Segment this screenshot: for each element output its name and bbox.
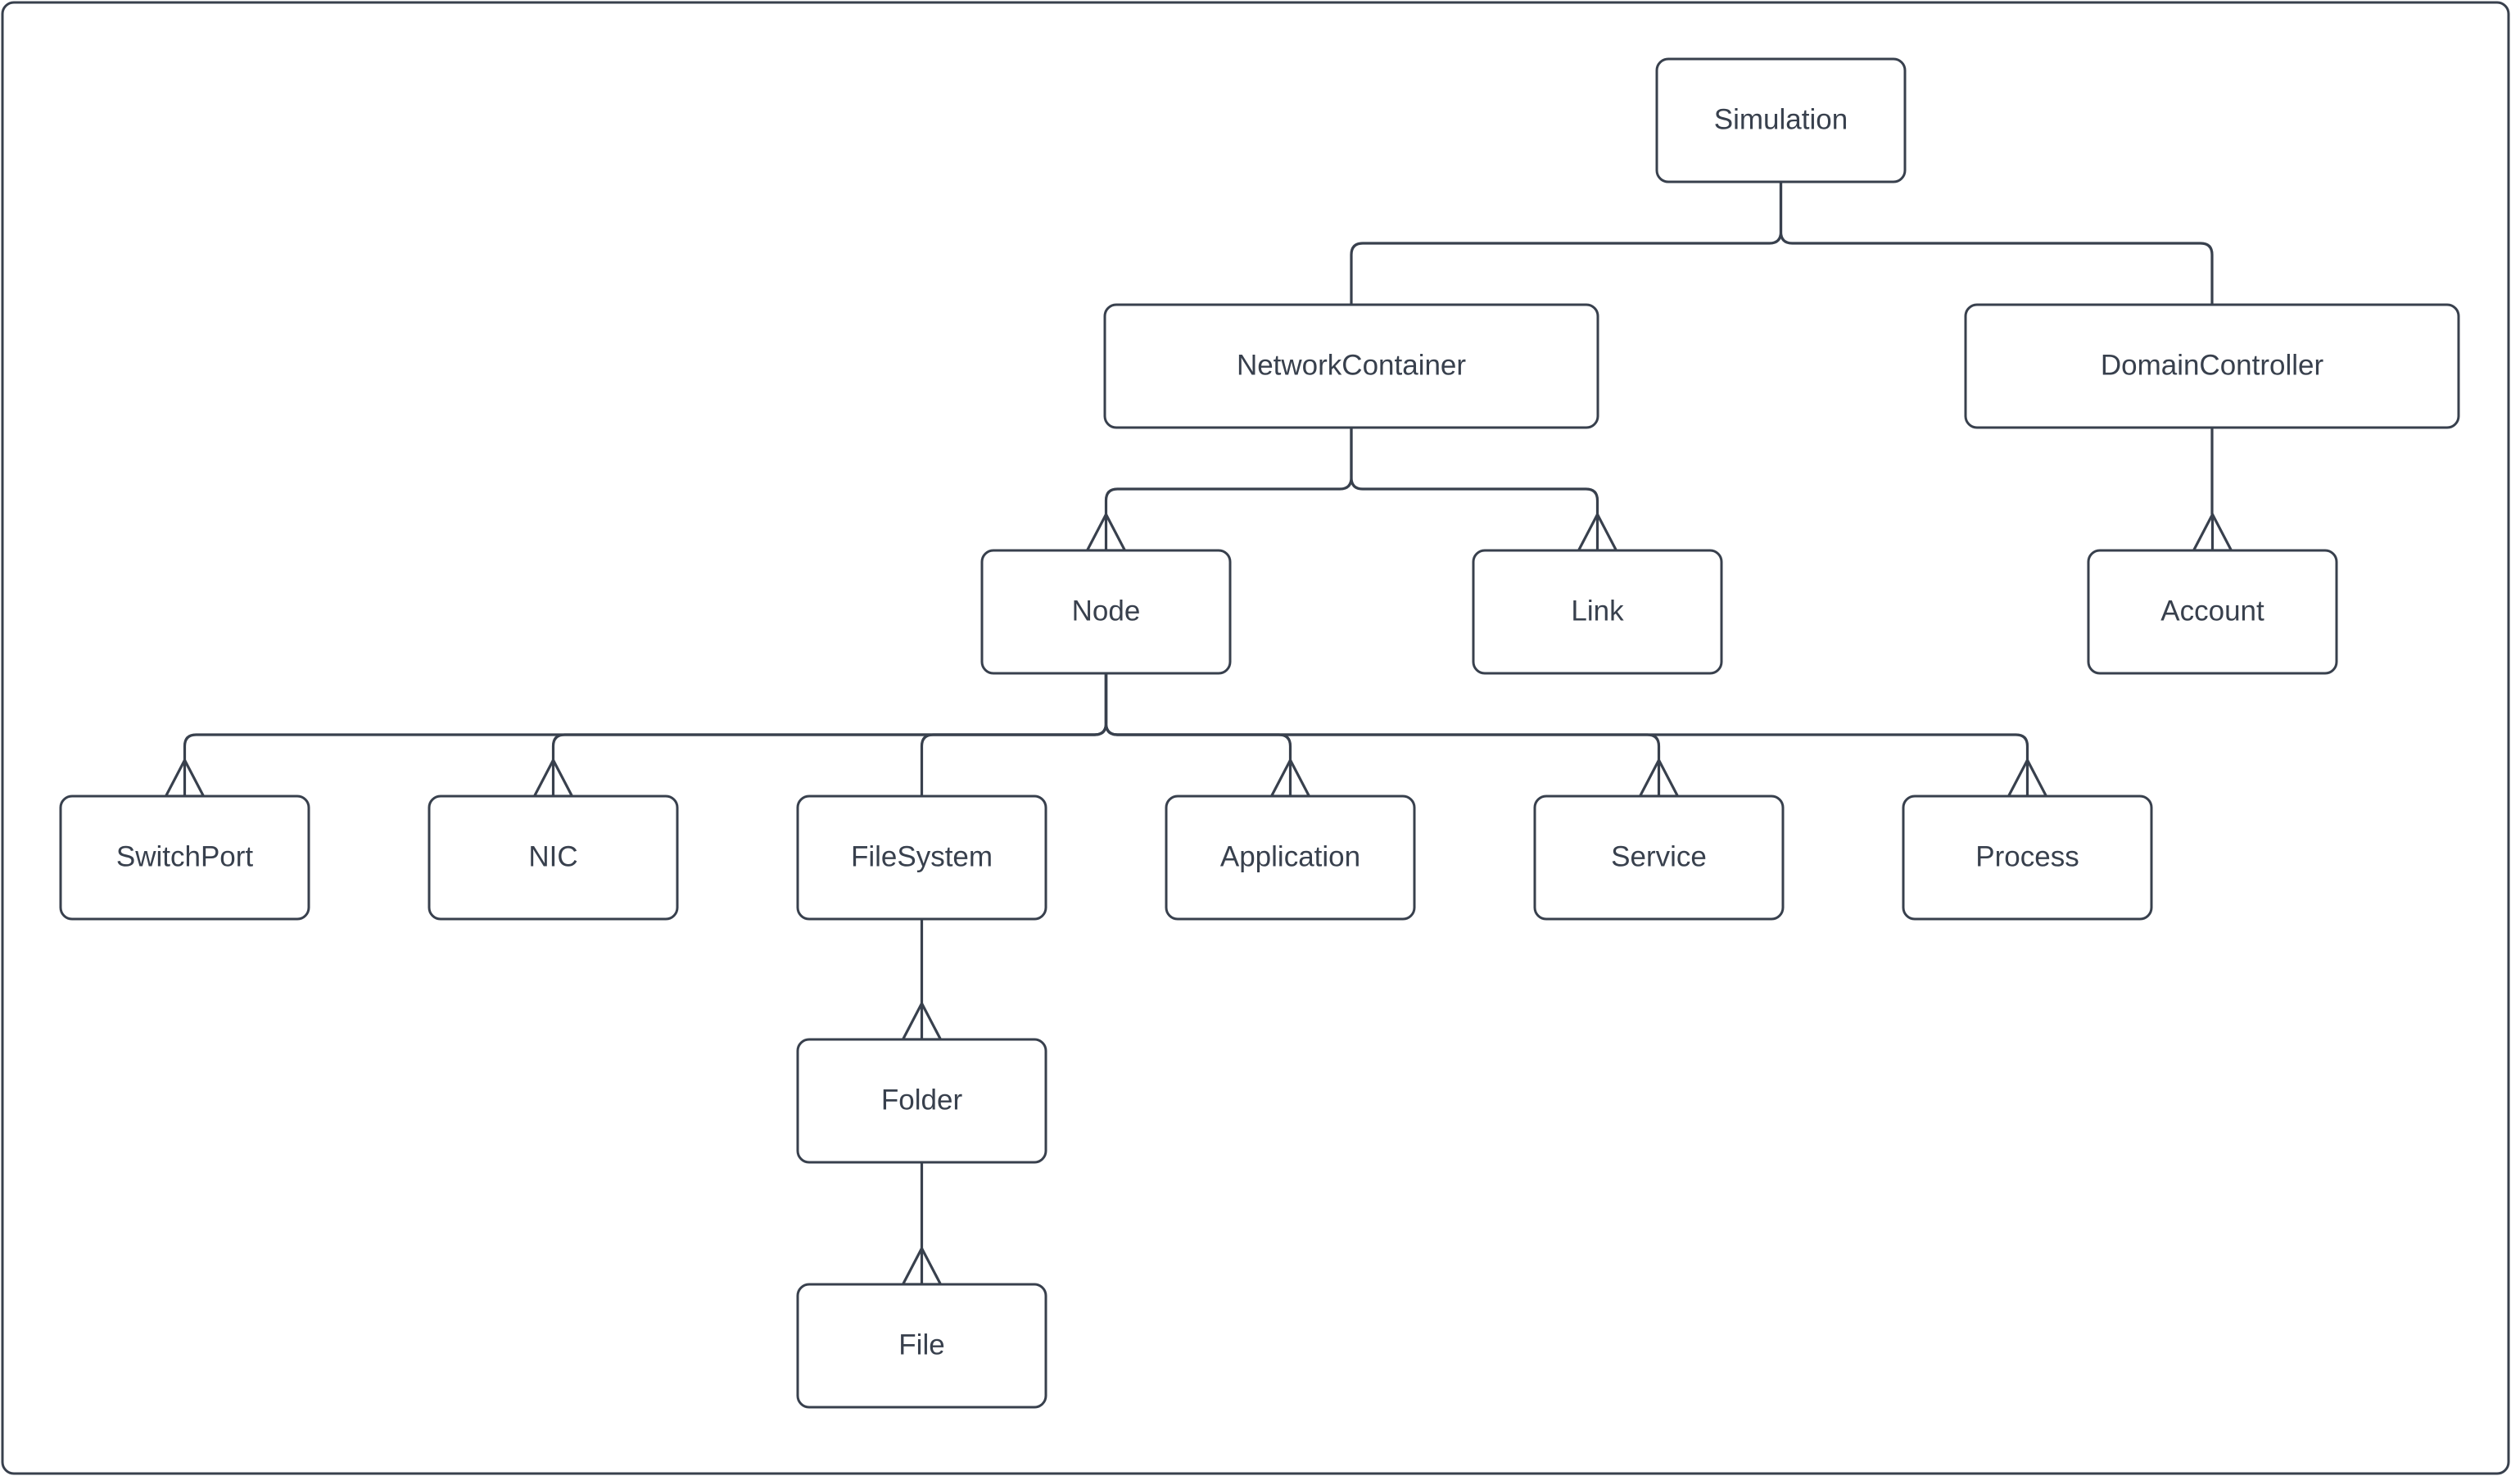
class-box-rect-process[interactable]: [1902, 795, 2153, 921]
edge-node-to-process: [1104, 673, 2029, 760]
class-box-label-folder: Folder: [881, 1084, 963, 1116]
class-box-service[interactable]: Service: [1533, 795, 1785, 921]
class-box-switchport[interactable]: SwitchPort: [59, 795, 310, 921]
class-box-rect-application[interactable]: [1165, 795, 1416, 921]
class-box-rect-folder[interactable]: [796, 1038, 1047, 1164]
class-box-label-networkcontainer: NetworkContainer: [1237, 349, 1466, 381]
class-box-domaincontroller[interactable]: DomainController: [1964, 303, 2460, 429]
class-box-networkcontainer[interactable]: NetworkContainer: [1103, 303, 1599, 429]
edge-networkcontainer-to-link: [1350, 428, 1599, 514]
class-box-nic[interactable]: NIC: [428, 795, 679, 921]
class-box-label-switchport: SwitchPort: [116, 840, 254, 872]
class-box-application[interactable]: Application: [1165, 795, 1416, 921]
class-box-link[interactable]: Link: [1472, 549, 1723, 675]
class-box-rect-node[interactable]: [980, 549, 1232, 675]
class-box-label-simulation: Simulation: [1714, 103, 1848, 135]
class-box-account[interactable]: Account: [2087, 549, 2338, 675]
class-box-node[interactable]: Node: [980, 549, 1232, 675]
edge-simulation-to-domaincontroller: [1779, 182, 2214, 305]
class-box-rect-nic[interactable]: [428, 795, 679, 921]
class-box-rect-simulation[interactable]: [1655, 57, 1907, 183]
class-box-label-nic: NIC: [528, 840, 577, 872]
class-box-label-application: Application: [1220, 840, 1360, 872]
class-box-label-link: Link: [1571, 595, 1624, 627]
class-box-label-domaincontroller: DomainController: [2101, 349, 2324, 381]
class-box-folder[interactable]: Folder: [796, 1038, 1047, 1164]
class-box-rect-switchport[interactable]: [59, 795, 310, 921]
class-box-label-filesystem: FileSystem: [851, 840, 993, 872]
class-box-rect-service[interactable]: [1533, 795, 1785, 921]
class-box-process[interactable]: Process: [1902, 795, 2153, 921]
class-box-rect-domaincontroller[interactable]: [1964, 303, 2460, 429]
class-box-rect-networkcontainer[interactable]: [1103, 303, 1599, 429]
class-box-rect-link[interactable]: [1472, 549, 1723, 675]
class-box-label-account: Account: [2160, 595, 2264, 627]
class-box-label-file: File: [898, 1329, 944, 1361]
class-box-rect-file[interactable]: [796, 1283, 1047, 1409]
class-box-label-node: Node: [1072, 595, 1141, 627]
class-box-rect-filesystem[interactable]: [796, 795, 1047, 921]
class-box-rect-account[interactable]: [2087, 549, 2338, 675]
class-box-label-service: Service: [1611, 840, 1707, 872]
class-box-file[interactable]: File: [796, 1283, 1047, 1409]
class-box-filesystem[interactable]: FileSystem: [796, 795, 1047, 921]
class-box-simulation[interactable]: Simulation: [1655, 57, 1907, 183]
class-box-label-process: Process: [1975, 840, 2079, 872]
